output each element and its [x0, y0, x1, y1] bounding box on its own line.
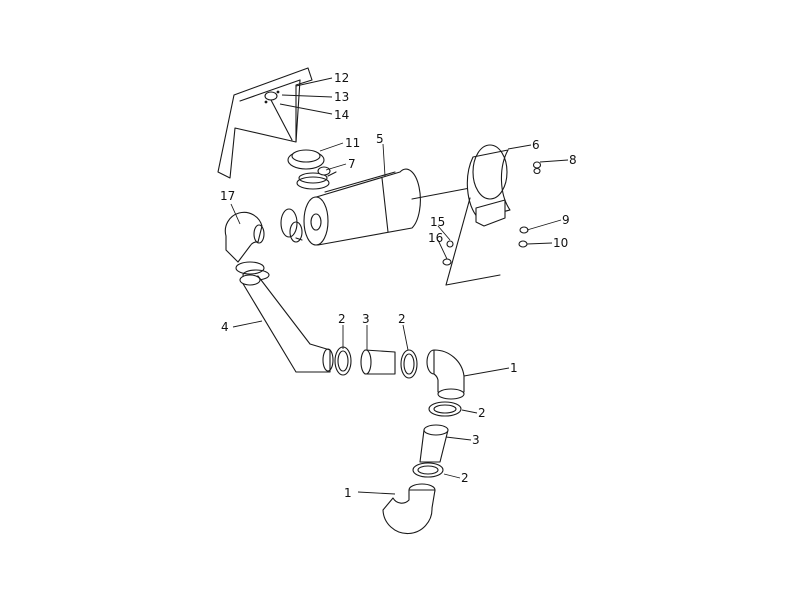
long-hose — [239, 274, 334, 373]
callout-2-left: 2 — [338, 312, 346, 326]
elbow-lower — [382, 483, 436, 535]
callout-12: 12 — [334, 71, 349, 85]
callout-13: 13 — [334, 90, 349, 104]
callout-4: 4 — [221, 320, 229, 334]
callout-1-upper: 1 — [510, 361, 518, 375]
callout-17: 17 — [220, 189, 235, 203]
callout-15: 15 — [430, 215, 445, 229]
callout-5: 5 — [376, 132, 384, 146]
hardware — [317, 161, 542, 266]
callout-labels: 12 13 14 11 7 5 6 8 9 10 15 16 17 4 2 3 … — [220, 71, 577, 500]
callout-2-lower: 2 — [461, 471, 469, 485]
callout-7: 7 — [348, 157, 356, 171]
leader-lines — [230, 77, 569, 495]
upper-elbow — [224, 211, 270, 281]
callout-2-right: 2 — [398, 312, 406, 326]
callout-3-vertical: 3 — [472, 433, 480, 447]
callout-10: 10 — [553, 236, 568, 250]
callout-11: 11 — [345, 136, 360, 150]
mounting-band — [445, 144, 511, 286]
callout-14: 14 — [334, 108, 349, 122]
callout-16: 16 — [428, 231, 443, 245]
vertical-coupling — [412, 401, 462, 478]
inlet-cap — [287, 149, 337, 190]
callout-6: 6 — [532, 138, 540, 152]
callout-8: 8 — [569, 153, 577, 167]
elbow-upper-right — [426, 349, 465, 400]
air-cleaner-body — [303, 168, 471, 246]
callout-9: 9 — [562, 213, 570, 227]
middle-coupling — [334, 346, 418, 379]
callout-3-middle: 3 — [362, 312, 370, 326]
callout-2-upper: 2 — [478, 406, 486, 420]
outlet-clamp — [280, 208, 303, 243]
callout-1-lower: 1 — [344, 486, 352, 500]
